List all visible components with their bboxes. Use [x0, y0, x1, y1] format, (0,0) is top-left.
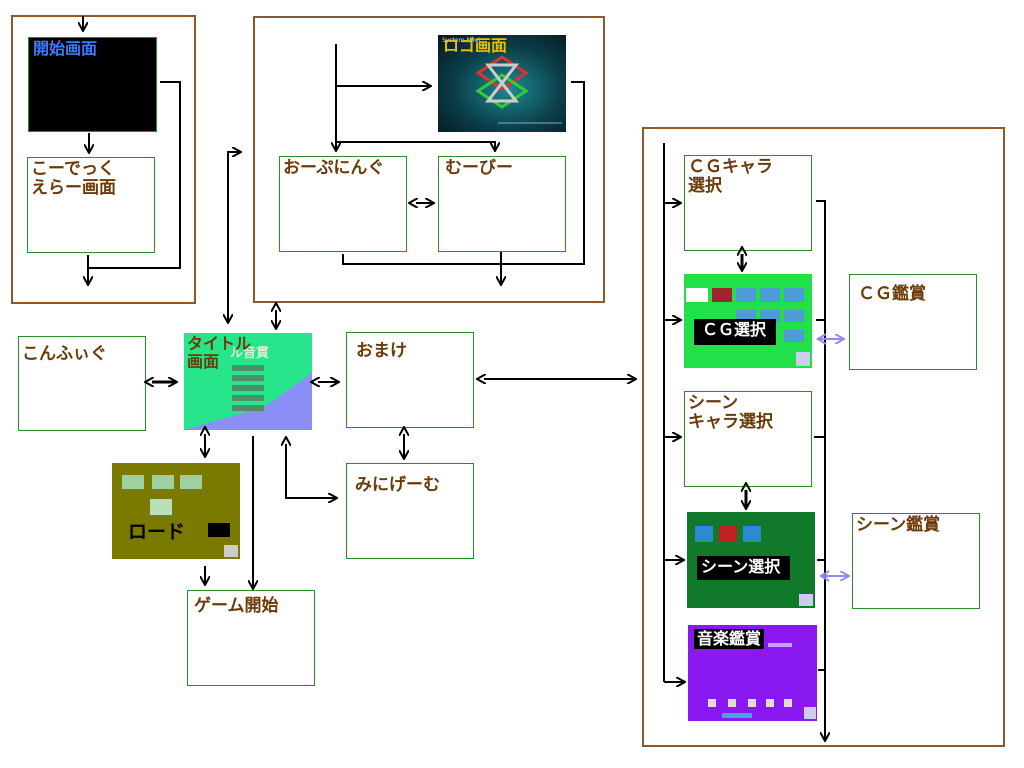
load-screen-thumbnail[interactable]: ロード — [112, 463, 240, 559]
cg-viewer-label: ＣＧ鑑賞 — [858, 284, 926, 304]
group-startup — [11, 15, 196, 304]
line-omake-spine-right — [816, 200, 826, 735]
scene-viewer-label: シーン鑑賞 — [856, 515, 941, 535]
title-screen-background — [184, 365, 312, 430]
cg-character-select-label: ＣＧキャラ 選択 — [688, 157, 773, 196]
line-logo-bypass — [342, 81, 585, 265]
game-start-label: ゲーム開始 — [194, 596, 279, 616]
logo-screen-thumbnail[interactable]: System-NeeL ロゴ画面 — [438, 35, 566, 132]
arrow-to-logo — [335, 44, 430, 86]
config-screen[interactable]: こんふぃぐ — [18, 336, 146, 431]
minigame-label: みにげーむ — [355, 475, 440, 495]
group-logo-opening — [253, 16, 605, 303]
movie-screen[interactable]: むーびー — [438, 156, 566, 252]
scene-viewer-screen[interactable]: シーン鑑賞 — [852, 513, 980, 609]
logo-mark-icon — [475, 55, 562, 124]
load-screen-label: ロード — [128, 521, 186, 543]
codec-error-label: こーでっく えらー画面 — [31, 159, 116, 198]
music-player-controls — [708, 643, 816, 719]
scene-character-select-label: シーン キャラ選択 — [688, 393, 773, 432]
omake-label: おまけ — [356, 341, 407, 361]
title-screen-thumbnail[interactable]: ル音貫 タイトル 画面 — [184, 333, 312, 430]
start-screen-thumbnail[interactable]: 開始画面 — [28, 37, 157, 132]
cg-select-thumbnail[interactable]: ＣＧ選択 — [684, 274, 812, 368]
omake-screen[interactable]: おまけ — [346, 332, 474, 428]
logo-screen-label: ロゴ画面 — [443, 36, 508, 55]
start-screen-label: 開始画面 — [33, 39, 98, 58]
arrow-to-movie — [336, 141, 495, 150]
movie-label: むーびー — [445, 158, 513, 178]
minigame-screen[interactable]: みにげーむ — [346, 463, 474, 559]
line-start-bypass — [88, 81, 181, 269]
scene-select-grid — [695, 526, 813, 606]
group-omake — [642, 127, 1005, 747]
opening-screen[interactable]: おーぷにんぐ — [279, 156, 407, 252]
music-viewer-label: 音楽鑑賞 — [694, 629, 765, 649]
cg-viewer-screen[interactable]: ＣＧ鑑賞 — [849, 274, 977, 370]
title-screen-label: タイトル 画面 — [187, 334, 252, 371]
music-viewer-thumbnail[interactable]: 音楽鑑賞 — [688, 625, 817, 721]
cg-character-select-screen[interactable]: ＣＧキャラ 選択 — [684, 155, 812, 251]
config-label: こんふぃぐ — [22, 344, 107, 364]
scene-select-thumbnail[interactable]: シーン選択 — [687, 512, 815, 608]
title-overlay-text: ル音貫 — [230, 346, 270, 361]
logo-brand-text: System-NeeL — [442, 37, 482, 44]
arrow-startup-to-logo — [227, 152, 240, 318]
game-start-screen[interactable]: ゲーム開始 — [187, 590, 315, 686]
scene-select-label: シーン選択 — [697, 556, 791, 580]
codec-error-screen[interactable]: こーでっく えらー画面 — [27, 157, 155, 253]
cg-select-label: ＣＧ選択 — [694, 319, 777, 345]
arrow-title-to-minigame — [286, 444, 336, 498]
load-slot-thumbnails — [122, 475, 238, 557]
opening-label: おーぷにんぐ — [283, 158, 385, 178]
